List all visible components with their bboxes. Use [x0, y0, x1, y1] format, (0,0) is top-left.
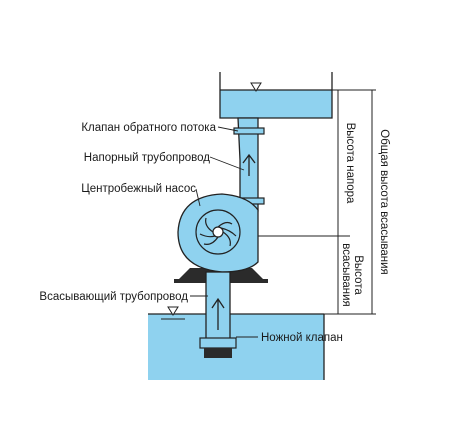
- check-valve-body: [233, 127, 265, 135]
- label-suction-height-1: Высота: [352, 255, 364, 295]
- label-centrifugal-pump: Центробежный насос: [81, 183, 196, 195]
- lower-water-level-icon: [167, 306, 179, 316]
- upper-tank-outline: [219, 72, 333, 119]
- label-check-valve: Клапан обратного потока: [81, 122, 216, 134]
- leader-pump: [195, 188, 201, 207]
- impeller-icon: [199, 217, 237, 247]
- label-suction-height-2: всасывания: [340, 243, 352, 307]
- label-pressure-height: Высота напора: [344, 123, 356, 204]
- label-suction-pipe: Всасывающий трубопровод: [39, 291, 188, 303]
- flow-arrow-suction-icon: [211, 297, 225, 330]
- label-total-suction-height: Общая высота всасывания: [378, 129, 390, 274]
- label-foot-valve: Ножной клапан: [261, 332, 343, 344]
- upper-water-level-icon: [250, 82, 262, 92]
- flow-arrow-up-icon: [242, 153, 256, 176]
- leader-pressure-pipe: [209, 156, 245, 171]
- foot-valve-strainer: [204, 348, 232, 358]
- label-pressure-pipe: Напорный трубопровод: [84, 152, 210, 164]
- foot-valve-body: [199, 337, 237, 349]
- upper-tank-water: [220, 90, 332, 118]
- leader-check-valve: [217, 126, 239, 132]
